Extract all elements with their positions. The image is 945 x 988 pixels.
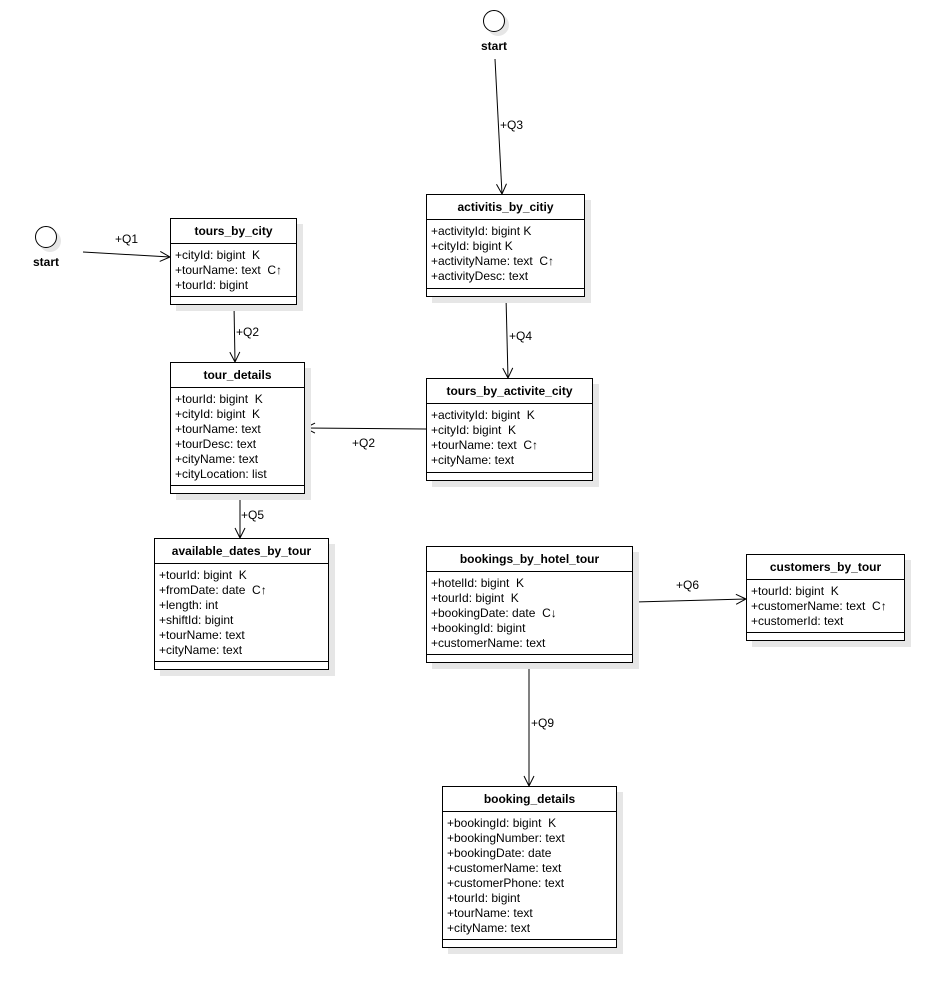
class-title: activitis_by_citiy [427, 195, 584, 220]
attribute: +activityName: text C↑ [431, 254, 555, 268]
attribute: +activityDesc: text [431, 269, 529, 283]
attribute: +tourId: bigint K [159, 568, 247, 582]
class-tours-by-activite-city[interactable]: tours_by_activite_city +activityId: bigi… [426, 378, 593, 481]
attribute: +tourName: text [175, 422, 261, 436]
edge-label-q4: +Q4 [509, 329, 533, 343]
attribute: +tourName: text [159, 628, 245, 642]
attribute: +activityId: bigint K [431, 408, 535, 422]
edge-label-q9: +Q9 [531, 716, 555, 730]
edge-q2-down-line [234, 304, 235, 362]
operations-compartment [171, 296, 296, 297]
attribute: +activityId: bigint K [431, 224, 532, 238]
edge-label-q5: +Q5 [241, 508, 265, 522]
attribute: +tourName: text C↑ [431, 438, 539, 452]
class-title: tours_by_city [171, 219, 296, 244]
attribute: +bookingNumber: text [447, 831, 565, 845]
attribute: +cityId: bigint K [175, 248, 261, 262]
class-title: available_dates_by_tour [155, 539, 328, 564]
edge-label-q2-left: +Q2 [352, 436, 376, 450]
attribute: +bookingDate: date [447, 846, 552, 860]
edge-label-q2-down: +Q2 [236, 325, 260, 339]
attribute: +tourId: bigint K [751, 584, 839, 598]
class-title: customers_by_tour [747, 555, 904, 580]
attribute: +customerPhone: text [447, 876, 565, 890]
attribute: +bookingId: bigint [431, 621, 526, 635]
attribute: +bookingDate: date C↓ [431, 606, 557, 620]
edge-q3-line [494, 58, 502, 194]
attribute: +length: int [159, 598, 219, 612]
attribute: +cityName: text [431, 453, 515, 467]
class-title: tour_details [171, 363, 304, 388]
class-tours-by-city[interactable]: tours_by_city +cityId: bigint K +tourNam… [170, 218, 297, 305]
attribute: +customerName: text C↑ [751, 599, 887, 613]
attribute: +cityName: text [447, 921, 531, 935]
operations-compartment [427, 288, 584, 289]
operations-compartment [155, 661, 328, 662]
operations-compartment [171, 485, 304, 486]
operations-compartment [443, 939, 616, 940]
attribute: +tourName: text C↑ [175, 263, 283, 277]
attribute: +bookingId: bigint K [447, 816, 557, 830]
edge-label-q6: +Q6 [676, 578, 700, 592]
start-node-top [483, 10, 505, 32]
class-title: tours_by_activite_city [427, 379, 592, 404]
attribute: +tourId: bigint [447, 891, 521, 905]
class-customers-by-tour[interactable]: customers_by_tour +tourId: bigint K +cus… [746, 554, 905, 641]
attribute: +customerName: text [431, 636, 546, 650]
class-available-dates-by-tour[interactable]: available_dates_by_tour +tourId: bigint … [154, 538, 329, 670]
edge-q2-left-line [305, 428, 427, 429]
attribute: +cityId: bigint K [431, 423, 517, 437]
attribute: +tourId: bigint K [431, 591, 519, 605]
class-activitis-by-citiy[interactable]: activitis_by_citiy +activityId: bigint K… [426, 194, 585, 297]
class-tour-details[interactable]: tour_details +tourId: bigint K +cityId: … [170, 362, 305, 494]
attribute: +cityId: bigint K [431, 239, 513, 253]
edge-q6-line [632, 599, 746, 602]
attribute: +tourName: text [447, 906, 533, 920]
edge-q4-line [506, 296, 508, 378]
attribute: +cityName: text [175, 452, 259, 466]
class-booking-details[interactable]: booking_details +bookingId: bigint K +bo… [442, 786, 617, 948]
attribute: +shiftId: bigint [159, 613, 234, 627]
attribute: +cityLocation: list [175, 467, 267, 481]
class-title: bookings_by_hotel_tour [427, 547, 632, 572]
operations-compartment [747, 632, 904, 633]
class-title: booking_details [443, 787, 616, 812]
attribute: +fromDate: date C↑ [159, 583, 267, 597]
start-label-top: start [481, 39, 508, 53]
attribute: +customerId: text [751, 614, 844, 628]
attribute: +tourId: bigint K [175, 392, 263, 406]
attribute: +cityId: bigint K [175, 407, 261, 421]
attribute: +tourDesc: text [175, 437, 257, 451]
start-node-left [35, 226, 57, 248]
start-label-left: start [33, 255, 60, 269]
operations-compartment [427, 654, 632, 655]
edge-q1-line [82, 252, 170, 257]
attribute: +cityName: text [159, 643, 243, 657]
class-bookings-by-hotel-tour[interactable]: bookings_by_hotel_tour +hotelId: bigint … [426, 546, 633, 663]
edge-label-q3: +Q3 [500, 118, 524, 132]
attribute: +tourId: bigint [175, 278, 249, 292]
edge-label-q1: +Q1 [115, 232, 139, 246]
attribute: +hotelId: bigint K [431, 576, 525, 590]
operations-compartment [427, 472, 592, 473]
attribute: +customerName: text [447, 861, 562, 875]
